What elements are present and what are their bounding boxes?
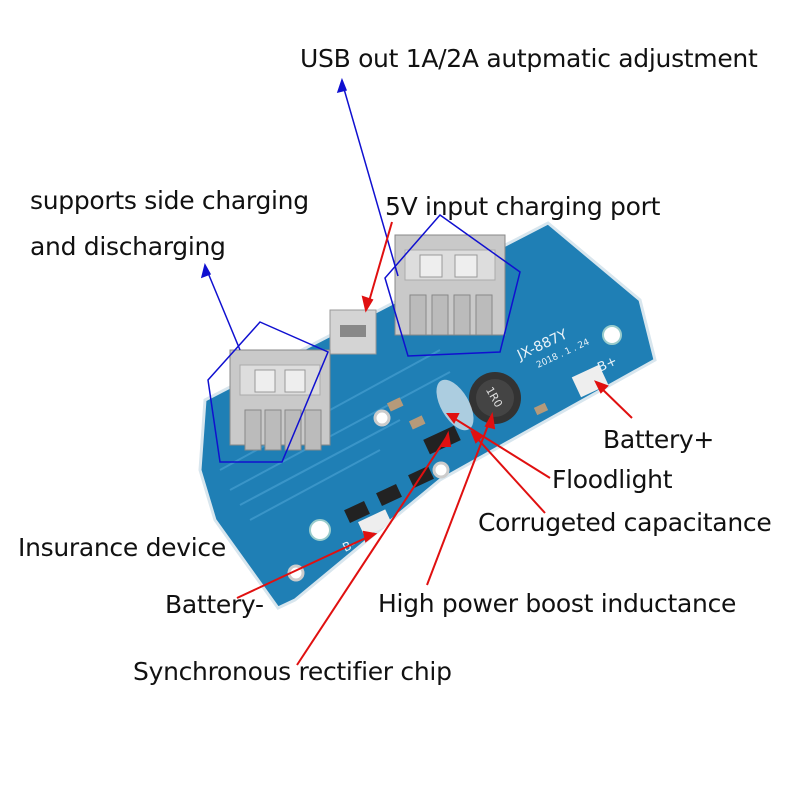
label-input-port: 5V input charging port (385, 192, 661, 221)
blue-leader-lines (200, 77, 399, 351)
usb-port-left (229, 349, 331, 451)
battery-minus-pad (358, 509, 392, 537)
battery-plus-pad (571, 364, 609, 398)
mount-hole (602, 325, 622, 345)
label-side-charging-1: supports side charging (30, 186, 309, 215)
floodlight-led (436, 379, 474, 431)
mount-hole (373, 409, 391, 427)
label-floodlight: Floodlight (552, 465, 673, 494)
label-rectifier: Synchronous rectifier chip (133, 657, 452, 686)
pcb-board: JX-887Y 2018 . 1 . 24 B+ B- 1R0 (198, 221, 657, 610)
label-battery-plus: Battery+ (603, 425, 715, 454)
capacitor (386, 397, 404, 412)
capacitor (408, 415, 426, 430)
mosfet-q2 (376, 484, 402, 506)
red-leader-lines (236, 221, 633, 666)
mosfet-q3 (344, 501, 370, 523)
highlight-left-usb (207, 321, 329, 463)
rectifier-chip (423, 425, 461, 455)
label-insurance: Insurance device (18, 533, 226, 562)
highlight-right-usb (384, 213, 521, 357)
capacitor (533, 402, 549, 416)
usb-port-right (394, 234, 506, 336)
label-usb-out: USB out 1A/2A autpmatic adjustment (300, 44, 758, 73)
label-inductance: High power boost inductance (378, 589, 737, 618)
mount-hole (432, 461, 450, 479)
label-battery-minus: Battery- (165, 590, 264, 619)
label-side-charging-2: and discharging (30, 232, 226, 261)
mount-hole (309, 519, 331, 541)
label-capacitance: Corrugeted capacitance (478, 508, 772, 537)
